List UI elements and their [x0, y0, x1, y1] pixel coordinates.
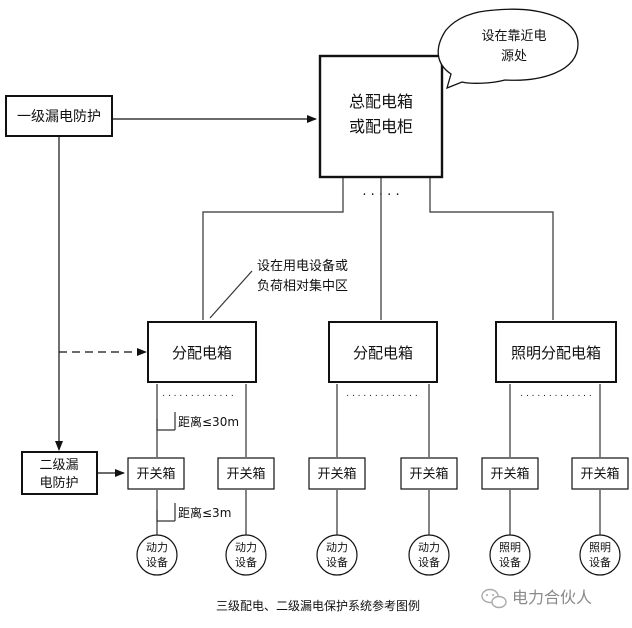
- switch-box-3: [308, 457, 366, 490]
- switch-box-6-label: 开关箱: [580, 466, 619, 482]
- level2-protection-line1: 二级漏: [39, 457, 78, 473]
- device-6-line2: 设备: [589, 555, 611, 569]
- callout-line2: 源处: [501, 49, 527, 64]
- device-1-line1: 动力: [146, 541, 168, 554]
- switch-box-1-label: 开关箱: [136, 466, 175, 482]
- main-distribution-box: [318, 54, 444, 179]
- switch-box-6: [571, 457, 629, 490]
- sub1-dots: . . . . . . . . . . . . .: [162, 389, 234, 399]
- sub-box-1-label: 分配电箱: [172, 344, 232, 362]
- line-main-to-sub1: [202, 178, 344, 320]
- switch-box-4-label: 开关箱: [409, 466, 448, 482]
- device-2-line1: 动力: [235, 541, 257, 554]
- device-circle-1: [136, 534, 178, 576]
- note-line1: 设在用电设备或: [257, 258, 348, 274]
- device-2-line2: 设备: [235, 555, 257, 569]
- level1-protection-box: [5, 95, 113, 137]
- device-circle-6: [579, 534, 621, 576]
- switch-boxes: 开关箱 开关箱 开关箱 开关箱 开关箱 开关箱: [127, 457, 629, 490]
- sub-box-2-label: 分配电箱: [353, 344, 413, 362]
- main-box-line2: 或配电柜: [349, 117, 413, 136]
- bracket-3m: [156, 510, 175, 522]
- distance-30m-label: 距离≤30m: [178, 414, 239, 429]
- device-4-line1: 动力: [418, 541, 440, 554]
- line-main-to-sub3: [429, 178, 554, 320]
- device-5-line2: 设备: [499, 555, 521, 569]
- device-circle-4: [408, 534, 450, 576]
- main-box-line1: 总配电箱: [349, 92, 413, 111]
- sub-box-3-label: 照明分配电箱: [511, 344, 601, 362]
- switch-box-1: [127, 457, 185, 490]
- switch-box-5: [481, 457, 539, 490]
- watermark-text: 电力合伙人: [512, 588, 592, 607]
- device-6-line1: 照明: [589, 541, 611, 554]
- bracket-30m: [156, 419, 175, 431]
- device-3-line1: 动力: [326, 541, 348, 554]
- wechat-icon: [481, 588, 507, 609]
- switch-box-4: [400, 457, 458, 490]
- sub3-dots: . . . . . . . . . . . . .: [520, 389, 592, 399]
- device-1-line2: 设备: [146, 555, 168, 569]
- note-line2: 负荷相对集中区: [257, 278, 348, 294]
- device-circle-2: [225, 534, 267, 576]
- callout-bubble: [437, 8, 579, 90]
- distance-3m-label: 距离≤3m: [178, 505, 231, 520]
- device-4-line2: 设备: [418, 555, 440, 569]
- device-circle-3: [316, 534, 358, 576]
- diagram-title: 三级配电、二级漏电保护系统参考图例: [216, 598, 420, 613]
- sub-box-3: [495, 321, 617, 383]
- sub-box-1: [147, 321, 257, 383]
- callout-line1: 设在靠近电: [481, 29, 546, 44]
- level2-protection-line2: 电防护: [39, 475, 78, 491]
- devices: 动力 设备 动力 设备 动力 设备 动力 设备 照明 设备 照明 设备: [136, 534, 621, 576]
- device-3-line2: 设备: [326, 555, 348, 569]
- switch-box-5-label: 开关箱: [490, 466, 529, 482]
- device-circle-5: [489, 534, 531, 576]
- level1-protection-label: 一级漏电防护: [17, 109, 101, 125]
- sub-box-2: [328, 321, 438, 383]
- switch-box-2: [217, 457, 275, 490]
- level2-protection-box: [21, 451, 98, 495]
- watermark: 电力合伙人: [481, 588, 592, 609]
- sub2-dots: . . . . . . . . . . . . .: [346, 389, 418, 399]
- switch-box-2-label: 开关箱: [226, 466, 265, 482]
- device-5-line1: 照明: [499, 541, 521, 554]
- switch-box-3-label: 开关箱: [317, 466, 356, 482]
- note-pointer: [209, 270, 253, 319]
